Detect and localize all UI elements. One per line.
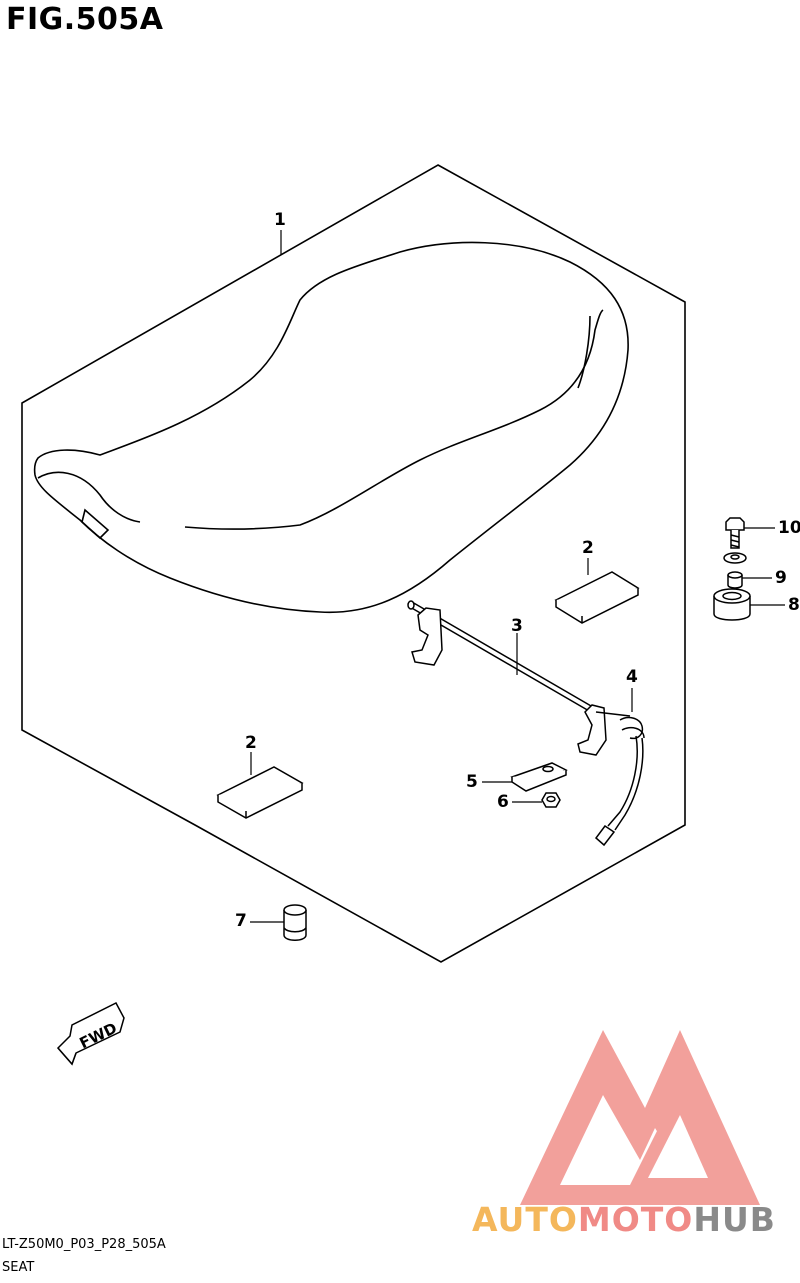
callout-2a: 2 <box>582 538 594 558</box>
callout-5: 5 <box>466 772 478 792</box>
rod-assembly <box>407 600 631 756</box>
pad-upper <box>554 571 640 624</box>
callout-1: 1 <box>274 210 286 230</box>
callout-6: 6 <box>497 792 509 812</box>
plate-drawing <box>510 762 568 792</box>
brand-part-hub: HUB <box>693 1200 776 1239</box>
callout-4: 4 <box>626 667 638 687</box>
seat-drawing <box>33 241 629 614</box>
fwd-arrow: FWD <box>56 1002 125 1066</box>
drawing-code: LT-Z50M0_P03_P28_505A <box>2 1237 166 1252</box>
washer-drawing <box>723 552 747 564</box>
bushing-drawing <box>727 571 743 589</box>
cable-drawing <box>594 716 645 847</box>
callout-10: 10 <box>778 518 800 538</box>
collar-drawing <box>713 588 751 621</box>
assembly-outline <box>21 164 686 963</box>
callout-9: 9 <box>775 568 787 588</box>
callout-2b: 2 <box>245 733 257 753</box>
section-name: SEAT <box>2 1260 35 1275</box>
figure-title: FIG.505A <box>6 2 164 37</box>
cushion-drawing <box>283 904 307 941</box>
nut-drawing <box>541 792 561 808</box>
brand-part-moto: MOTO <box>577 1200 694 1239</box>
callout-8: 8 <box>788 595 800 615</box>
callout-7: 7 <box>235 911 247 931</box>
brand-part-auto: AUTO <box>472 1200 578 1239</box>
callout-3: 3 <box>511 616 523 636</box>
watermark-logo <box>520 1030 760 1205</box>
pad-lower <box>216 766 304 819</box>
bolt-drawing <box>725 517 745 549</box>
watermark-brand: AUTOMOTOHUB <box>472 1200 776 1239</box>
